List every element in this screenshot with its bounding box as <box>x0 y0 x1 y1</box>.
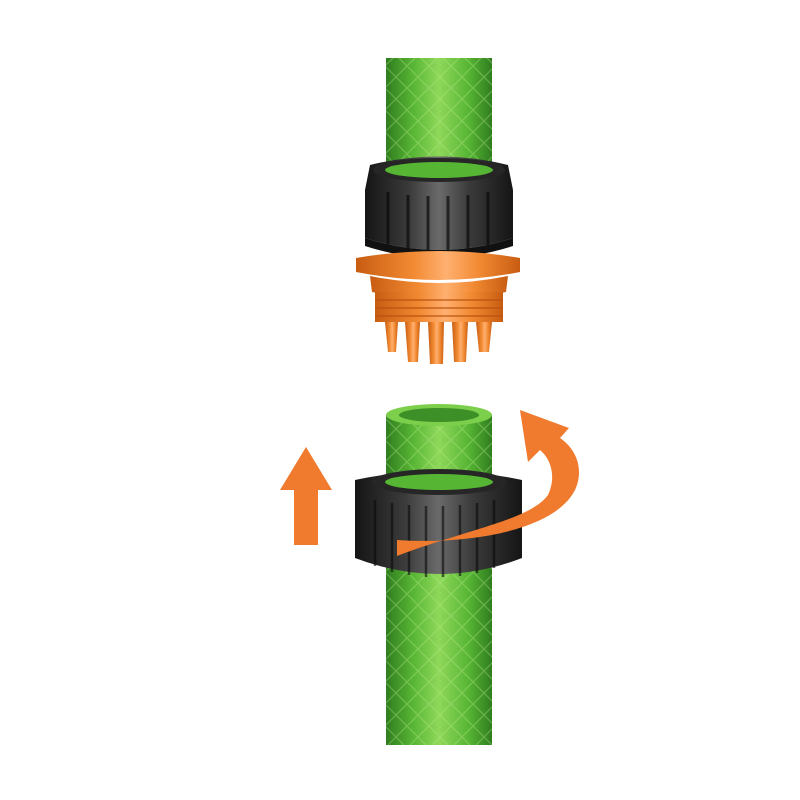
arrow-up-icon <box>280 447 332 545</box>
hose-lower-icon <box>386 404 492 745</box>
lock-ring-icon <box>355 469 522 577</box>
orange-insert-icon <box>356 251 520 364</box>
connector-nut-upper-icon <box>365 156 513 258</box>
rotate-arrow-icon <box>397 410 580 556</box>
hose-upper-icon <box>386 58 492 178</box>
